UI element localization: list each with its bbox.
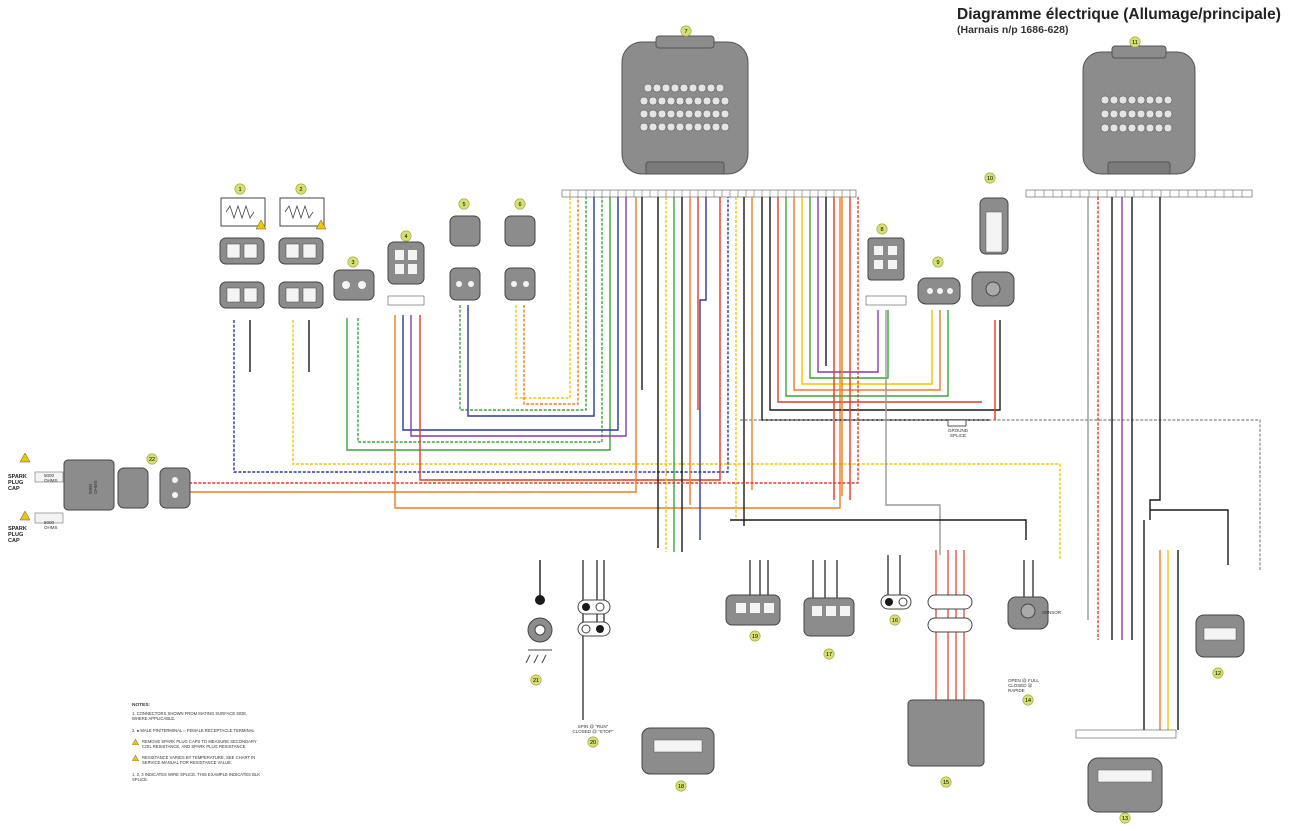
badge-8: 8: [880, 227, 883, 233]
badge-15: 15: [943, 780, 949, 786]
note-text-1: 1. CONNECTORS SHOWN FROM MATING SURFACE …: [132, 711, 248, 722]
connector-9: [917, 277, 961, 305]
connector-4: [387, 241, 425, 306]
component-badges: 1 2 3 4 5 6 7 8 9 10 11 12 13 14 15 16 1…: [146, 25, 1224, 824]
note-item: REMOVE SPARK PLUG CAPS TO MEASURE SECOND…: [132, 738, 262, 750]
sensor-1: [219, 197, 266, 309]
badge-19: 19: [752, 634, 758, 640]
pin-strip-ecu-7: [561, 189, 857, 198]
note-item: 2. ● MALE PIN/TERMINAL ○ FEMALE RECEPTAC…: [132, 728, 262, 733]
spark-plug-cap-label-2: SPARK PLUG CAP: [8, 526, 27, 544]
notes-block: NOTES: 1. CONNECTORS SHOWN FROM MATING S…: [132, 703, 262, 788]
badge-5: 5: [462, 202, 465, 208]
connector-17: [803, 560, 855, 637]
page-title: Diagramme électrique (Allumage/principal…: [957, 6, 1281, 23]
badge-21: 21: [533, 678, 539, 684]
note-text-3: REMOVE SPARK PLUG CAPS TO MEASURE SECOND…: [142, 738, 257, 750]
connector-13: [1075, 729, 1177, 813]
ecu-connector-7: [621, 35, 749, 175]
badge-17: 17: [826, 652, 832, 658]
switch-20: [577, 560, 611, 720]
wires: [180, 197, 1261, 730]
note-item: 1, 2, 3 INDICATES WIRE SPLICE. THIS EXAM…: [132, 772, 262, 782]
badge-14: 14: [1025, 698, 1031, 704]
note-text-2: 2. ● MALE PIN/TERMINAL ○ FEMALE RECEPTAC…: [132, 727, 255, 733]
connector-19: [725, 560, 781, 626]
badge-2: 2: [299, 187, 302, 193]
pin-strip-ecu-11: [1025, 189, 1253, 198]
warning-icon: [19, 452, 31, 463]
open-closed-note: OPEN @ FULL CLOSED @ RAPIDE: [1008, 678, 1039, 693]
note-item: 1. CONNECTORS SHOWN FROM MATING SURFACE …: [132, 711, 262, 721]
connector-18: [641, 727, 715, 775]
badge-13: 13: [1122, 816, 1128, 822]
badge-22: 22: [149, 457, 155, 463]
notes-heading: NOTES:: [132, 703, 151, 708]
sensor-10: [971, 197, 1015, 307]
note-text-5: 1, 2, 3 INDICATES WIRE SPLICE. THIS EXAM…: [132, 771, 260, 782]
page-subtitle: (Harnais n/p 1686-628): [957, 24, 1069, 36]
connector-12: [1195, 614, 1245, 658]
ignition-coil: [34, 459, 191, 524]
spin-note: SPIN @ "RUN" CLOSED @ "STOP": [572, 724, 614, 734]
badge-11: 11: [1132, 40, 1138, 46]
sensor-6: [504, 215, 536, 301]
sensor-2: [278, 197, 325, 309]
warning-icons: [19, 219, 327, 521]
regulator-15: [907, 550, 985, 767]
sensor-label: SENSOR: [1042, 610, 1062, 615]
connector-16: [880, 555, 912, 610]
ohms-label-2: 5000 OHMS: [44, 520, 58, 530]
badge-12: 12: [1215, 671, 1221, 677]
warning-icon: [255, 219, 267, 230]
ohms-label-1: 5000 OHMS: [44, 473, 58, 483]
sensor-5: [449, 215, 481, 301]
badge-7: 7: [684, 29, 687, 35]
warning-icon: [132, 738, 139, 745]
diagram-title-block: Diagramme électrique (Allumage/principal…: [957, 6, 1287, 36]
ground-splice-label: GROUND SPLICE: [948, 428, 968, 438]
note-text-4: RESISTANCE VARIES BY TEMPERATURE. SEE CH…: [142, 755, 256, 766]
badge-6: 6: [518, 202, 521, 208]
badge-9: 9: [936, 260, 939, 266]
warning-icon: [315, 219, 327, 230]
badge-3: 3: [351, 260, 354, 266]
warning-icon: [132, 755, 139, 762]
badge-4: 4: [404, 234, 407, 240]
badge-16: 16: [892, 618, 898, 624]
connector-8: [865, 237, 907, 306]
connector-14: [1007, 560, 1049, 630]
ground-splice: [947, 419, 967, 427]
connector-3: [333, 269, 375, 301]
note-item: RESISTANCE VARIES BY TEMPERATURE. SEE CH…: [132, 755, 262, 765]
badge-1: 1: [238, 187, 241, 193]
ecu-connector-11: [1082, 45, 1196, 175]
warning-icon: [19, 510, 31, 521]
ohms-label-3: 5000 OHMS: [88, 480, 98, 495]
badge-20: 20: [590, 740, 596, 746]
badge-18: 18: [678, 784, 684, 790]
badge-10: 10: [987, 176, 993, 182]
ground-ring-21: [525, 560, 553, 664]
spark-plug-cap-label-1: SPARK PLUG CAP: [8, 474, 27, 492]
